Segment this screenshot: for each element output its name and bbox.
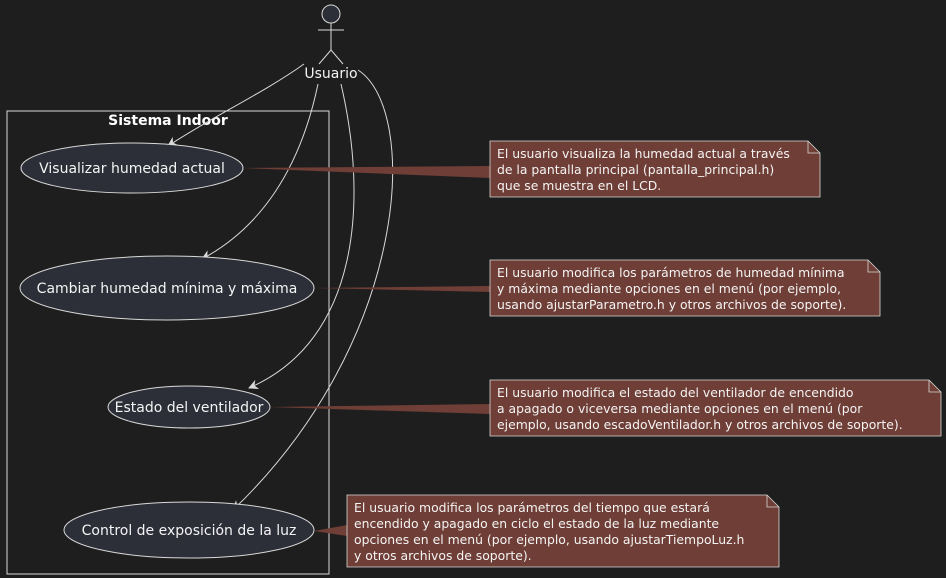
association-arrow (232, 69, 393, 511)
use-case-label: Control de exposición de la luz (82, 523, 297, 539)
note-connector (314, 286, 490, 292)
note-connector (270, 404, 490, 414)
note-3-text: El usuario modifica el estado del ventil… (497, 385, 903, 432)
actor-label: Usuario (304, 66, 357, 82)
note-1-text: El usuario visualiza la humedad actual a… (497, 146, 790, 193)
note-3 (489, 379, 942, 437)
association-arrow (167, 63, 305, 147)
note-2 (489, 259, 881, 317)
use-case-label: Estado del ventilador (115, 400, 264, 416)
use-case-label: Cambiar humedad mínima y máxima (37, 281, 298, 297)
note-2-text: El usuario modifica los parámetros de hu… (497, 265, 847, 312)
use-case-visualizar-humedad[interactable]: Visualizar humedad actual (20, 142, 244, 194)
use-case-cambiar-humedad[interactable]: Cambiar humedad mínima y máxima (19, 255, 315, 321)
association-arrow (201, 83, 319, 260)
system-title: Sistema Indoor (108, 113, 228, 129)
system-boundary (6, 110, 330, 575)
note-connector (314, 525, 347, 536)
note-4-text: El usuario modifica los parámetros del t… (354, 500, 745, 563)
note-4 (346, 494, 780, 568)
actor-usuario[interactable] (318, 4, 344, 65)
association-arrow (248, 83, 355, 390)
use-case-control-luz[interactable]: Control de exposición de la luz (63, 501, 315, 559)
note-connector (243, 166, 490, 178)
note-1 (489, 140, 821, 198)
use-case-estado-ventilador[interactable]: Estado del ventilador (107, 385, 271, 429)
use-case-label: Visualizar humedad actual (39, 161, 225, 177)
